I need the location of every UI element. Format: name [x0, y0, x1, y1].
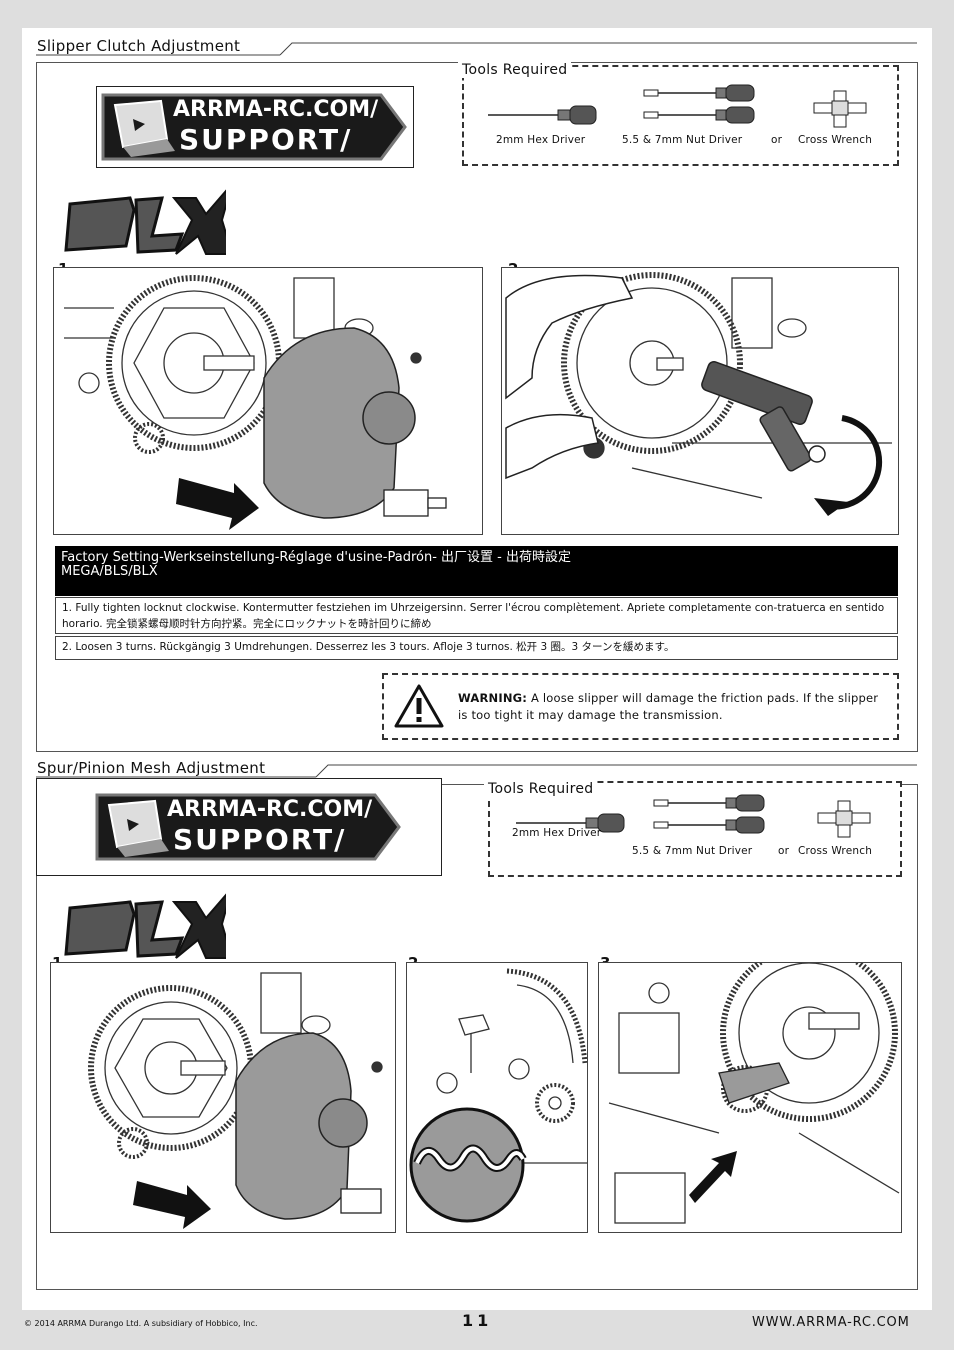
support-banner-frame: ARRMA-RC.COM/ SUPPORT/ [96, 86, 414, 168]
warning-box: WARNING: A loose slipper will damage the… [382, 673, 899, 740]
mesh-step-3-drawing [608, 963, 900, 1224]
cross-wrench-label: Cross Wrench [798, 134, 873, 146]
support-banner-graphic-2 [95, 793, 401, 861]
support-banner-line2: SUPPORT/ [179, 123, 353, 156]
factory-setting-heading: Factory Setting-Werkseinstellung-Réglage… [55, 546, 898, 596]
mesh-zoom-circle [409, 1107, 525, 1223]
slipper-title-rule [36, 42, 917, 56]
mesh-step-2-drawing [409, 968, 587, 1223]
tools-required-box-2: 2mm Hex Driver 5.5 & 7mm Nut Driver or C… [488, 781, 902, 877]
slipper-step-1-illustration [53, 267, 483, 535]
hand-lower [505, 413, 599, 480]
hex-driver-label: 2mm Hex Driver [496, 134, 586, 146]
tools-or-label-2: or [778, 845, 790, 857]
footer-website: WWW.ARRMA-RC.COM [752, 1315, 910, 1330]
tools-required-box: 2mm Hex Driver 5.5 & 7mm Nut Driver or C… [462, 65, 899, 166]
cross-wrench-icon-2 [817, 800, 871, 838]
nut-driver-icon-2 [653, 794, 765, 834]
footer-copyright: © 2014 ARRMA Durango Ltd. A subsidiary o… [24, 1319, 258, 1328]
nut-driver-icon [643, 84, 755, 124]
hex-driver-icon-2 [516, 813, 625, 833]
slipper-step-1-drawing [64, 275, 447, 530]
slipper-section-title: Slipper Clutch Adjustment [37, 37, 241, 55]
factory-heading-line2: MEGA/BLS/BLX [61, 564, 158, 579]
warning-text: WARNING: A loose slipper will damage the… [458, 690, 888, 724]
support-banner-frame-2: ARRMA-RC.COM/ SUPPORT/ [36, 778, 442, 876]
mesh-section-title: Spur/Pinion Mesh Adjustment [37, 759, 266, 777]
nut-driver-label-2: 5.5 & 7mm Nut Driver [632, 845, 753, 857]
support-banner-2-line2: SUPPORT/ [173, 823, 347, 856]
factory-step-2-text: 2. Loosen 3 turns. Rückgängig 3 Umdrehun… [55, 636, 898, 660]
hand-upper [505, 274, 634, 400]
mesh-title-rule [36, 764, 917, 778]
support-banner-graphic [101, 93, 407, 161]
manual-page: Slipper Clutch Adjustment ARRMA-RC.COM/ … [22, 28, 932, 1330]
slipper-step-2-drawing [505, 272, 892, 516]
support-banner-2-line1: ARRMA-RC.COM/ [167, 797, 373, 822]
warning-message: A loose slipper will damage the friction… [458, 691, 879, 722]
slipper-step-2-illustration [501, 267, 899, 535]
tools-required-title: Tools Required [458, 62, 572, 78]
cross-wrench-label-2: Cross Wrench [798, 845, 873, 857]
blx-logo [64, 189, 226, 255]
mesh-step-3-illustration [598, 962, 902, 1233]
warning-label: WARNING: [458, 691, 528, 705]
tools-or-label: or [771, 134, 783, 146]
factory-step-1-text: 1. Fully tighten locknut clockwise. Kont… [55, 597, 898, 634]
nut-driver-label: 5.5 & 7mm Nut Driver [622, 134, 743, 146]
factory-heading-line1: Factory Setting-Werkseinstellung-Réglage… [61, 550, 571, 565]
hex-driver-icon [488, 105, 597, 125]
warning-triangle-icon [394, 684, 444, 728]
mesh-step-2-illustration [406, 962, 588, 1233]
blx-logo-2 [64, 893, 226, 959]
tools-required-title-2: Tools Required [484, 781, 598, 797]
hex-driver-label-2: 2mm Hex Driver [512, 827, 602, 839]
mesh-step-1-drawing [88, 972, 383, 1229]
cross-wrench-icon [813, 90, 867, 128]
support-banner-line1: ARRMA-RC.COM/ [173, 97, 379, 122]
footer-page-number: 11 [462, 1311, 493, 1330]
mesh-step-1-illustration [50, 962, 396, 1233]
